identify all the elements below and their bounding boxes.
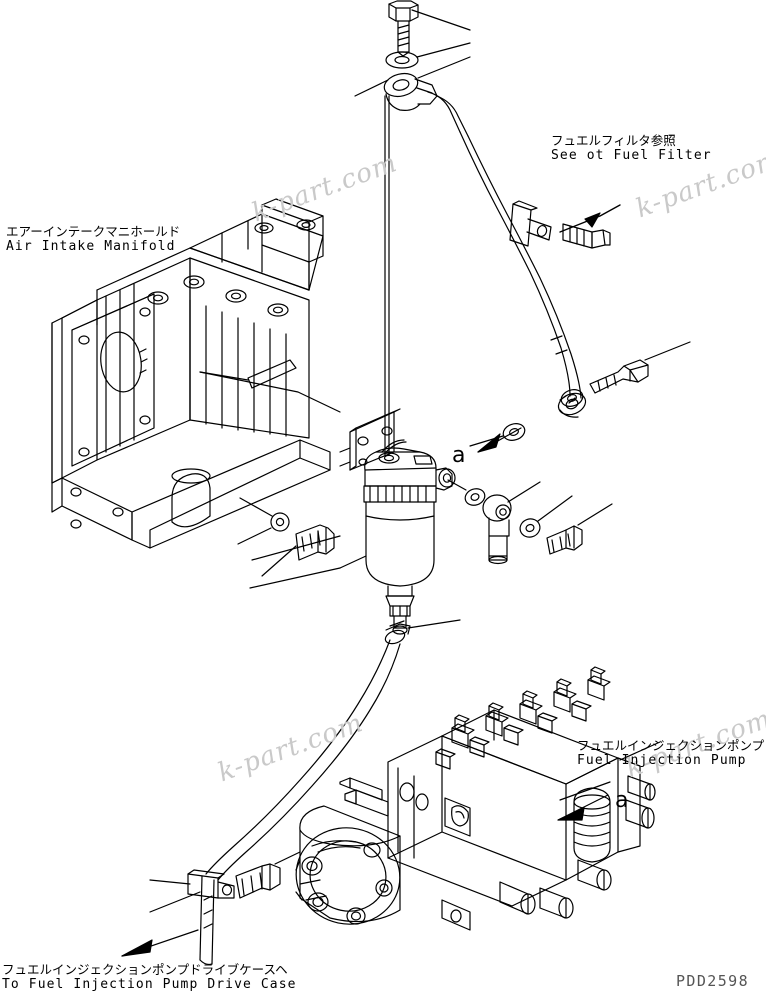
hose-clamp-bracket-upper-icon: [509, 200, 552, 247]
leader-washer-mid: [537, 495, 573, 522]
callout-arrow-a-lower: [557, 794, 609, 821]
callout-a-upper: a: [452, 443, 466, 468]
label-to-pump-drive-case: フュエルインジェクションポンプドライブケースヘ To Fuel Injectio…: [2, 962, 297, 993]
leader-pump-label: [619, 741, 661, 761]
sealing-washer-hose-a-icon: [502, 423, 526, 441]
air-intake-manifold-icon: [51, 198, 331, 549]
leader-pump-top: [559, 781, 611, 801]
leader-cap-bolt-top: [411, 9, 471, 31]
leader-banjo-fitting-upper: [417, 56, 471, 79]
hex-bolt-lower-icon: [235, 863, 281, 899]
banjo-fitting-upper-icon: [383, 72, 469, 137]
leader-filter-inlet-tube: [354, 79, 389, 97]
sealing-washer-left-icon: [464, 488, 486, 506]
sealing-washer-mid-icon: [519, 518, 541, 538]
arrow-to-pump-drive-case: [121, 929, 199, 957]
leader-washer-lower-left-2: [237, 527, 272, 545]
sealing-washer-top-icon: [385, 51, 419, 69]
label-to-pump-drive-case-jp: フュエルインジェクションポンプドライブケースヘ: [2, 962, 288, 977]
leader-manifold-to-filter: [199, 371, 341, 413]
label-fuel-injection-pump-en: Fuel Injection Pump: [577, 753, 747, 768]
callout-a-lower: a: [615, 788, 629, 813]
label-fuel-injection-pump: フュエルインジェクションポンプ Fuel Injection Pump: [577, 738, 764, 769]
leader-hose-clamp-lower-2: [149, 891, 201, 913]
label-see-fuel-filter-jp: フュエルフィルタ参照: [551, 133, 676, 148]
label-to-pump-drive-case-en: To Fuel Injection Pump Drive Case: [2, 977, 297, 992]
label-fuel-injection-pump-jp: フュエルインジェクションポンプ: [577, 738, 765, 753]
eye-bolt-fitting-icon: [482, 494, 512, 565]
leader-filter-bowl: [339, 555, 367, 569]
leader-banjo-bolt-upper-right: [644, 341, 691, 361]
sealing-washer-lower-left-icon: [270, 512, 290, 532]
leader-eye-bolt-fitting: [507, 481, 541, 503]
arrowhead-connector-nipple: [584, 212, 601, 228]
leader-hose-clamp-lower: [149, 879, 191, 885]
leader-connector-nipple: [559, 204, 621, 233]
hex-bolt-left-icon: [295, 524, 335, 561]
hex-bolt-right-icon: [546, 525, 583, 555]
leader-filter-bowl-2: [249, 567, 341, 589]
delivery-valve-holders-icon: [435, 666, 611, 770]
label-see-fuel-filter-en: See ot Fuel Filter: [551, 148, 712, 163]
label-air-intake-manifold: エアーインテークマニホールド Air Intake Manifold: [6, 224, 180, 255]
banjo-bolt-upper-right-icon: [589, 359, 649, 394]
cap-bolt-top-icon: [388, 0, 419, 57]
leader-hex-bolt-left: [261, 545, 297, 577]
part-number: PDD2598: [676, 972, 750, 990]
label-air-intake-manifold-en: Air Intake Manifold: [6, 239, 176, 254]
leader-hex-bolt-right: [577, 503, 613, 526]
fuel-hose-upper-icon: [459, 131, 582, 404]
sealing-washer-hose-b-icon: [560, 389, 584, 407]
filter-inlet-tube-icon: [384, 95, 390, 456]
leader-washer-lower-left: [239, 497, 273, 517]
label-air-intake-manifold-jp: エアーインテークマニホールド: [6, 224, 181, 239]
fuel-filter-assembly-icon: [339, 408, 456, 635]
leader-filter-body: [251, 535, 341, 561]
leader-hose-lower-fitting: [407, 619, 461, 629]
callout-arrow-a-upper: [477, 427, 522, 453]
pump-drive-coupling-icon: [295, 827, 401, 925]
fuel-injection-pump-icon: [295, 666, 656, 931]
hose-clamp-bracket-lower-icon: [187, 869, 235, 899]
leader-sealing-washer-top: [416, 42, 471, 58]
leader-hex-bolt-lower: [274, 851, 301, 865]
fuel-hose-lower-icon: [199, 620, 411, 966]
leader-washer-left: [447, 479, 467, 491]
label-see-fuel-filter: フュエルフィルタ参照 See ot Fuel Filter: [551, 133, 712, 164]
hose-lower-eye-icon: [557, 392, 587, 418]
